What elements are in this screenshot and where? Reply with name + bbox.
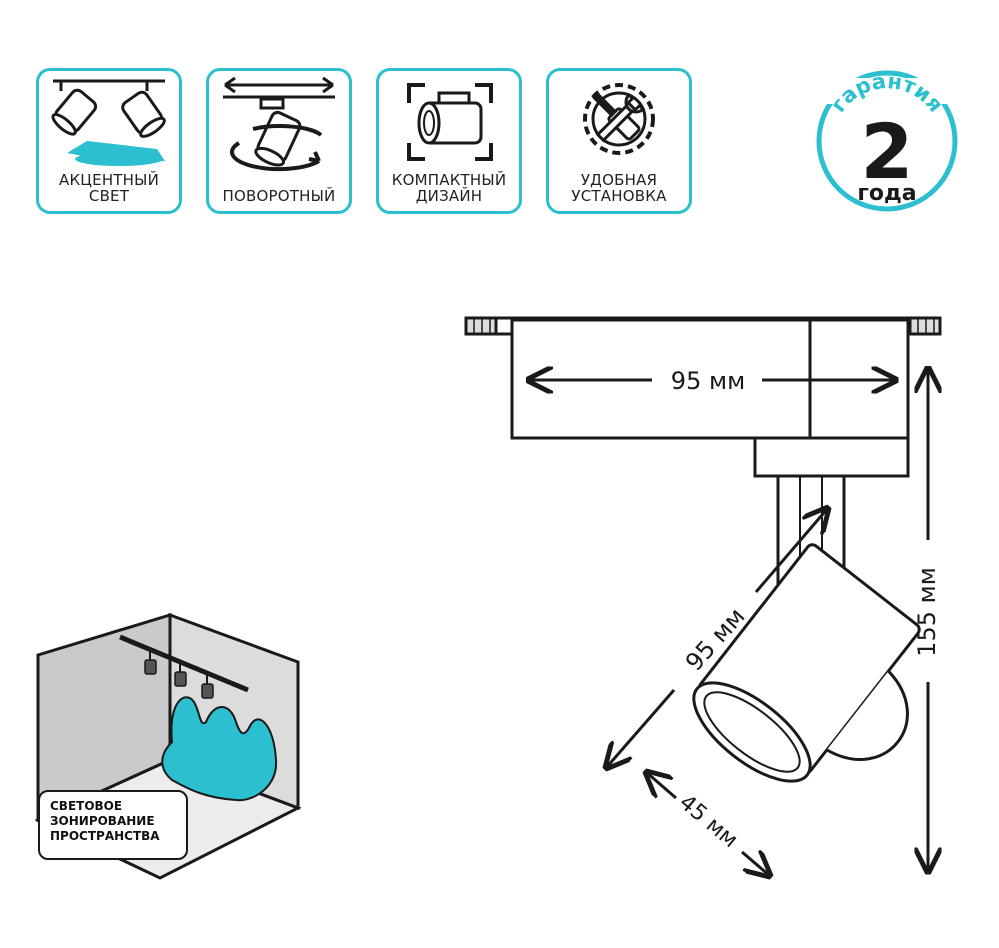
dimension-adapter-width: 95 мм	[671, 367, 745, 395]
tools-gear-icon	[583, 83, 655, 155]
rotate-icon	[223, 76, 335, 172]
feature-card-accent-light: АКЦЕНТНЫЙ СВЕТ	[36, 68, 182, 214]
track-spot	[201, 674, 214, 699]
feature-card-easy-install: УДОБНАЯ УСТАНОВКА	[546, 68, 692, 214]
zoning-caption: СВЕТОВОЕ ЗОНИРОВАНИЕ ПРОСТРАНСТВА	[38, 790, 188, 860]
feature-card-rotate: ПОВОРОТНЫЙ	[206, 68, 352, 214]
feature-label-rotate: ПОВОРОТНЫЙ	[222, 187, 336, 205]
feature-label-compact-design: КОМПАКТНЫЙ ДИЗАЙН	[391, 171, 507, 205]
adapter-base	[753, 436, 910, 478]
track-rail	[119, 634, 249, 693]
feature-card-compact-design: КОМПАКТНЫЙ ДИЗАЙН	[376, 68, 522, 214]
track-spot	[174, 662, 187, 687]
warranty-badge: гарантия 2 года	[816, 69, 958, 212]
accent-light-icon	[51, 79, 166, 166]
feature-label-easy-install: УДОБНАЯ УСТАНОВКА	[571, 171, 667, 205]
light-zone	[161, 696, 278, 802]
warranty-number: 2	[861, 107, 914, 196]
luminaire-drawing	[464, 316, 942, 783]
dimension-lens-diameter: 45 мм	[674, 790, 742, 853]
dimension-total-height: 155 мм	[913, 567, 941, 657]
compact-design-icon	[407, 83, 493, 161]
feature-label-accent-light: АКЦЕНТНЫЙ СВЕТ	[58, 171, 159, 205]
warranty-ring	[816, 70, 958, 212]
dimension-lines	[528, 368, 928, 876]
track-spot	[144, 650, 157, 675]
spot-body	[692, 543, 921, 783]
warranty-bottom-text: года	[857, 181, 916, 206]
